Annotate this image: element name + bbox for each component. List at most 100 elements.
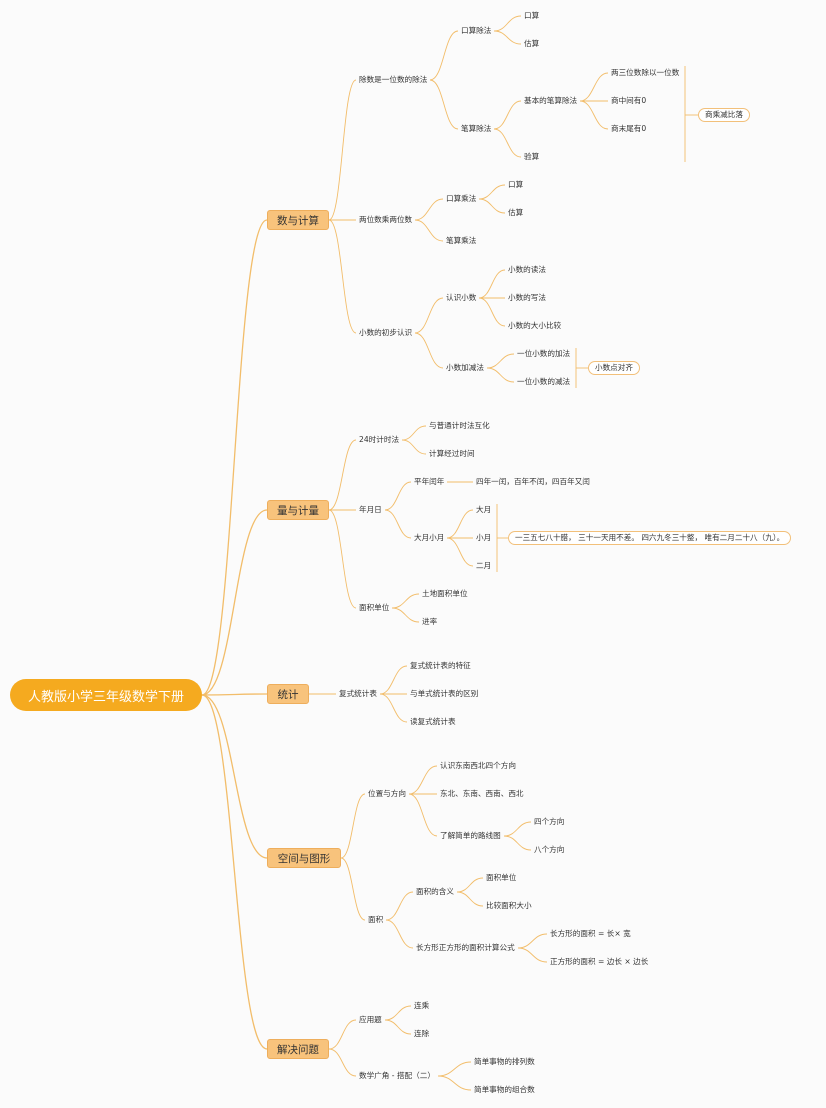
- topic-area-units[interactable]: 面积单位: [359, 603, 390, 612]
- branch-number-calculation[interactable]: 数与计算: [267, 210, 329, 230]
- root-connector: [201, 693, 268, 696]
- topic-division-by-one-digit[interactable]: 除数是一位数的除法: [359, 75, 428, 84]
- topic-compound-table[interactable]: 复式统计表: [339, 689, 377, 698]
- topic-convert-clock[interactable]: 与普通计时法互化: [429, 421, 490, 430]
- topic-year-month-day[interactable]: 年月日: [359, 505, 382, 514]
- topic-short-month[interactable]: 小月: [476, 533, 492, 542]
- topic-connector: [408, 793, 438, 837]
- branch-statistics[interactable]: 统计: [267, 684, 309, 704]
- topic-area[interactable]: 面积: [368, 915, 384, 924]
- topic-decimal-add-sub[interactable]: 小数加减法: [446, 363, 484, 372]
- topic-estimation-2[interactable]: 估算: [508, 208, 524, 217]
- topic-connector: [328, 1019, 357, 1050]
- topic-connector: [391, 607, 420, 623]
- topic-decimals-intro[interactable]: 小数的初步认识: [359, 328, 413, 337]
- topic-consecutive-multiplication[interactable]: 连乘: [414, 1001, 430, 1010]
- topic-conversion-rate[interactable]: 进率: [422, 617, 438, 626]
- topic-zero-at-end[interactable]: 商末尾有0: [611, 124, 647, 133]
- topic-leap-year[interactable]: 平年闰年: [414, 477, 445, 486]
- topic-area-unit[interactable]: 面积单位: [486, 873, 517, 882]
- topic-written-division[interactable]: 笔算除法: [461, 124, 492, 133]
- topic-connector: [478, 198, 506, 214]
- topic-connector: [478, 184, 506, 200]
- summary-division-steps[interactable]: 商乘减比落: [698, 108, 750, 122]
- topic-connector: [401, 425, 427, 441]
- topic-oral-multiplication[interactable]: 口算乘法: [446, 194, 477, 203]
- topic-connector: [384, 1019, 412, 1035]
- topic-basic-written-division[interactable]: 基本的笔算除法: [524, 96, 578, 105]
- topic-connector: [414, 198, 444, 221]
- root-topic[interactable]: 人教版小学三年级数学下册: [10, 679, 202, 711]
- topic-connector: [384, 481, 412, 511]
- branch-space-and-shapes[interactable]: 空间与图形: [267, 848, 341, 868]
- topic-written-multiplication[interactable]: 笔算乘法: [446, 236, 477, 245]
- topic-writing-decimals[interactable]: 小数的写法: [508, 293, 546, 302]
- topic-connector: [493, 100, 522, 130]
- root-connector: [201, 694, 268, 1050]
- topic-long-short-months[interactable]: 大月小月: [414, 533, 445, 542]
- topic-eight-directions[interactable]: 八个方向: [534, 845, 565, 854]
- topic-square-area[interactable]: 正方形的面积 = 边长 × 边长: [550, 957, 649, 966]
- topic-combinations[interactable]: 简单事物的组合数: [474, 1085, 535, 1094]
- topic-estimation[interactable]: 估算: [524, 39, 540, 48]
- topic-intercardinal-directions[interactable]: 东北、东南、西南、西北: [440, 789, 524, 798]
- topic-connector: [328, 439, 357, 511]
- topic-connector: [429, 79, 459, 130]
- topic-read-compound-table[interactable]: 读复式统计表: [410, 717, 456, 726]
- topic-area-formulas[interactable]: 长方形正方形的面积计算公式: [416, 943, 515, 952]
- topic-connector: [456, 877, 484, 893]
- topic-decimal-subtraction[interactable]: 一位小数的减法: [517, 377, 571, 386]
- topic-connector: [579, 72, 609, 102]
- topic-oral-division[interactable]: 口算除法: [461, 26, 492, 35]
- topic-connector: [437, 1061, 472, 1077]
- topic-leap-year-rule[interactable]: 四年一闰，百年不闰，四百年又闰: [476, 477, 590, 486]
- topic-decimal-addition[interactable]: 一位小数的加法: [517, 349, 571, 358]
- topic-land-area-units[interactable]: 土地面积单位: [422, 589, 468, 598]
- topic-connector: [429, 30, 459, 81]
- topic-elapsed-time[interactable]: 计算经过时间: [429, 449, 475, 458]
- topic-connector: [385, 919, 414, 949]
- topic-connector: [517, 947, 548, 963]
- summary-align-decimal-point[interactable]: 小数点对齐: [588, 361, 640, 375]
- topic-route-map[interactable]: 了解简单的路线图: [440, 831, 501, 840]
- topic-compare-area[interactable]: 比较面积大小: [486, 901, 532, 910]
- topic-reading-decimals[interactable]: 小数的读法: [508, 265, 546, 274]
- topic-connector: [503, 835, 532, 851]
- topic-checking[interactable]: 验算: [524, 152, 540, 161]
- root-connector: [201, 694, 268, 859]
- topic-24-hour-clock[interactable]: 24时计时法: [359, 435, 400, 444]
- topic-rectangle-area[interactable]: 长方形的面积 = 长× 宽: [550, 929, 631, 938]
- topic-oral-calc-2[interactable]: 口算: [508, 180, 524, 189]
- topic-connector: [340, 857, 366, 921]
- topic-math-wide-angle[interactable]: 数学广角 - 搭配（二）: [359, 1071, 435, 1080]
- topic-two-digit-multiplication[interactable]: 两位数乘两位数: [359, 215, 413, 224]
- topic-know-decimals[interactable]: 认识小数: [446, 293, 477, 302]
- summary-month-rhyme[interactable]: 一三五七八十腊， 三十一天用不差。 四六九冬三十整， 唯有二月二十八（九）。: [508, 531, 792, 545]
- topic-connector: [579, 100, 609, 130]
- branch-measurement[interactable]: 量与计量: [267, 500, 329, 520]
- topic-word-problems[interactable]: 应用题: [359, 1015, 382, 1024]
- topic-connector: [328, 509, 357, 609]
- topic-position-direction[interactable]: 位置与方向: [368, 789, 406, 798]
- topic-connector: [414, 219, 444, 242]
- topic-compare-simple-table[interactable]: 与单式统计表的区别: [410, 689, 479, 698]
- topic-compound-table-features[interactable]: 复式统计表的特征: [410, 661, 471, 670]
- topic-connector: [328, 1048, 357, 1077]
- topic-zero-in-middle[interactable]: 商中间有0: [611, 96, 647, 105]
- topic-permutations[interactable]: 简单事物的排列数: [474, 1057, 535, 1066]
- topic-february[interactable]: 二月: [476, 561, 492, 570]
- topic-connector: [328, 79, 357, 221]
- topic-connector: [414, 297, 444, 334]
- branch-problem-solving[interactable]: 解决问题: [267, 1039, 329, 1059]
- root-connector: [201, 219, 268, 696]
- topic-consecutive-division[interactable]: 连除: [414, 1029, 430, 1038]
- topic-connector: [384, 1005, 412, 1021]
- topic-meaning-of-area[interactable]: 面积的含义: [416, 887, 454, 896]
- topic-comparing-decimals[interactable]: 小数的大小比较: [508, 321, 562, 330]
- topic-long-month[interactable]: 大月: [476, 505, 492, 514]
- topic-two-three-digit-by-one[interactable]: 两三位数除以一位数: [611, 68, 680, 77]
- topic-four-directions[interactable]: 四个方向: [534, 817, 565, 826]
- topic-oral-calc[interactable]: 口算: [524, 11, 540, 20]
- topic-four-cardinal-directions[interactable]: 认识东南西北四个方向: [440, 761, 516, 770]
- topic-connector: [486, 353, 515, 369]
